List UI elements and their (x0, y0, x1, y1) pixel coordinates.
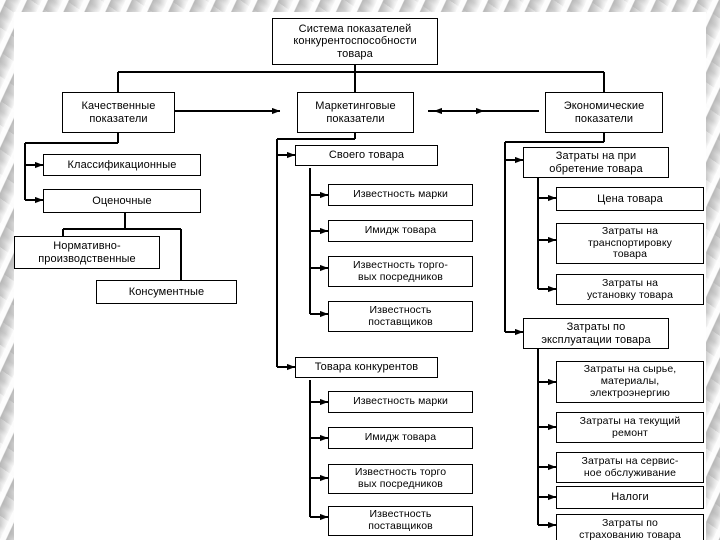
node-economic-insurance-costs[interactable]: Затраты по страхованию товара (556, 514, 704, 540)
node-economic-operation-costs[interactable]: Затраты по эксплуатации товара (523, 318, 669, 349)
node-quality-classification[interactable]: Классификационные (43, 154, 201, 176)
node-economic-product-price[interactable]: Цена товара (556, 187, 704, 211)
node-economic-repair-costs[interactable]: Затраты на текущий ремонт (556, 412, 704, 443)
node-economic-acquisition-costs[interactable]: Затраты на при обретение товара (523, 147, 669, 178)
node-category-quality[interactable]: Качественные показатели (62, 92, 175, 133)
node-marketing-own-supplier-awareness[interactable]: Известность поставщиков (328, 301, 473, 332)
node-economic-taxes[interactable]: Налоги (556, 486, 704, 509)
node-marketing-competitor-product[interactable]: Товара конкурентов (295, 357, 438, 378)
diagram-canvas: Система показателей конкурентоспособност… (14, 12, 706, 540)
node-marketing-own-product-image[interactable]: Имидж товара (328, 220, 473, 242)
node-economic-installation-costs[interactable]: Затраты на установку товара (556, 274, 704, 305)
node-category-marketing[interactable]: Маркетинговые показатели (297, 92, 414, 133)
node-marketing-own-brand-awareness[interactable]: Известность марки (328, 184, 473, 206)
node-economic-materials-costs[interactable]: Затраты на сырье, материалы, электроэнер… (556, 361, 704, 403)
node-marketing-own-intermediary-awareness[interactable]: Известность торго- вых посредников (328, 256, 473, 287)
node-category-economic[interactable]: Экономические показатели (545, 92, 663, 133)
node-quality-consumer[interactable]: Консументные (96, 280, 237, 304)
node-quality-evaluative[interactable]: Оценочные (43, 189, 201, 213)
node-root[interactable]: Система показателей конкурентоспособност… (272, 18, 438, 65)
node-economic-transport-costs[interactable]: Затраты на транспортировку товара (556, 223, 704, 264)
connector-lines (24, 65, 605, 529)
node-quality-normative-production[interactable]: Нормативно- производственные (14, 236, 160, 269)
node-marketing-competitor-supplier-awareness[interactable]: Известность поставщиков (328, 506, 473, 536)
node-marketing-own-product[interactable]: Своего товара (295, 145, 438, 166)
node-marketing-competitor-intermediary-awareness[interactable]: Известность торго вых посредников (328, 464, 473, 494)
node-economic-service-costs[interactable]: Затраты на сервис- ное обслуживание (556, 452, 704, 483)
node-marketing-competitor-product-image[interactable]: Имидж товара (328, 427, 473, 449)
node-marketing-competitor-brand-awareness[interactable]: Известность марки (328, 391, 473, 413)
